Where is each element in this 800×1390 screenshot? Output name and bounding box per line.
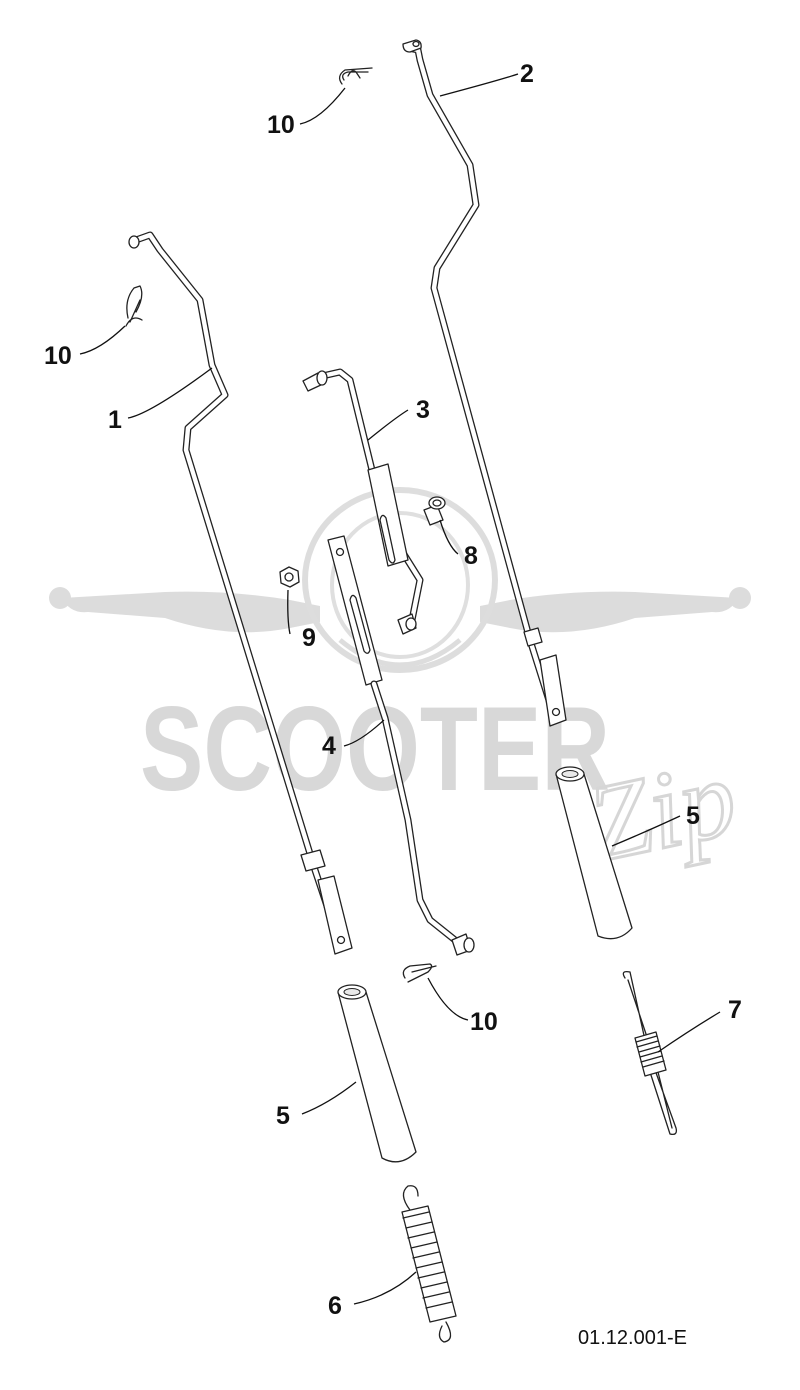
callout-4: 4 [322,732,336,760]
part-5-sleeve-lower [337,984,417,1163]
callout-5-upper: 5 [686,802,700,830]
leader-lines [79,73,721,1305]
callout-10b: 10 [44,342,72,370]
callout-labels: 2 10 10 1 3 8 9 4 5 7 10 5 6 [44,60,742,1320]
part-2-control-rod [402,39,567,727]
callout-7: 7 [728,996,742,1024]
part-5-sleeve-upper [555,766,633,940]
watermark-brand: SCOOTER [140,682,610,816]
part-10-hairpin-clip-top [338,67,373,85]
part-10-hairpin-clip-left [125,285,143,327]
part-7-extension-spring [622,970,678,1136]
part-9-hex-nut [279,566,300,588]
callout-8: 8 [464,542,478,570]
callout-9: 9 [302,624,316,652]
callout-6: 6 [328,1292,342,1320]
drawing-code: 01.12.001-E [578,1327,687,1349]
part-10-hairpin-clip-bottom [402,963,437,983]
part-3-link-rod [302,368,424,635]
callout-10c: 10 [470,1008,498,1036]
callout-5-lower: 5 [276,1102,290,1130]
callout-10a: 10 [267,111,295,139]
part-6-coil-spring [401,1185,457,1343]
part-4-link-rod [327,535,475,956]
part-8-clevis-pin [423,496,446,526]
callout-3: 3 [416,396,430,424]
callout-2: 2 [520,60,534,88]
callout-1: 1 [108,406,122,434]
part-1-control-rod [128,231,353,955]
